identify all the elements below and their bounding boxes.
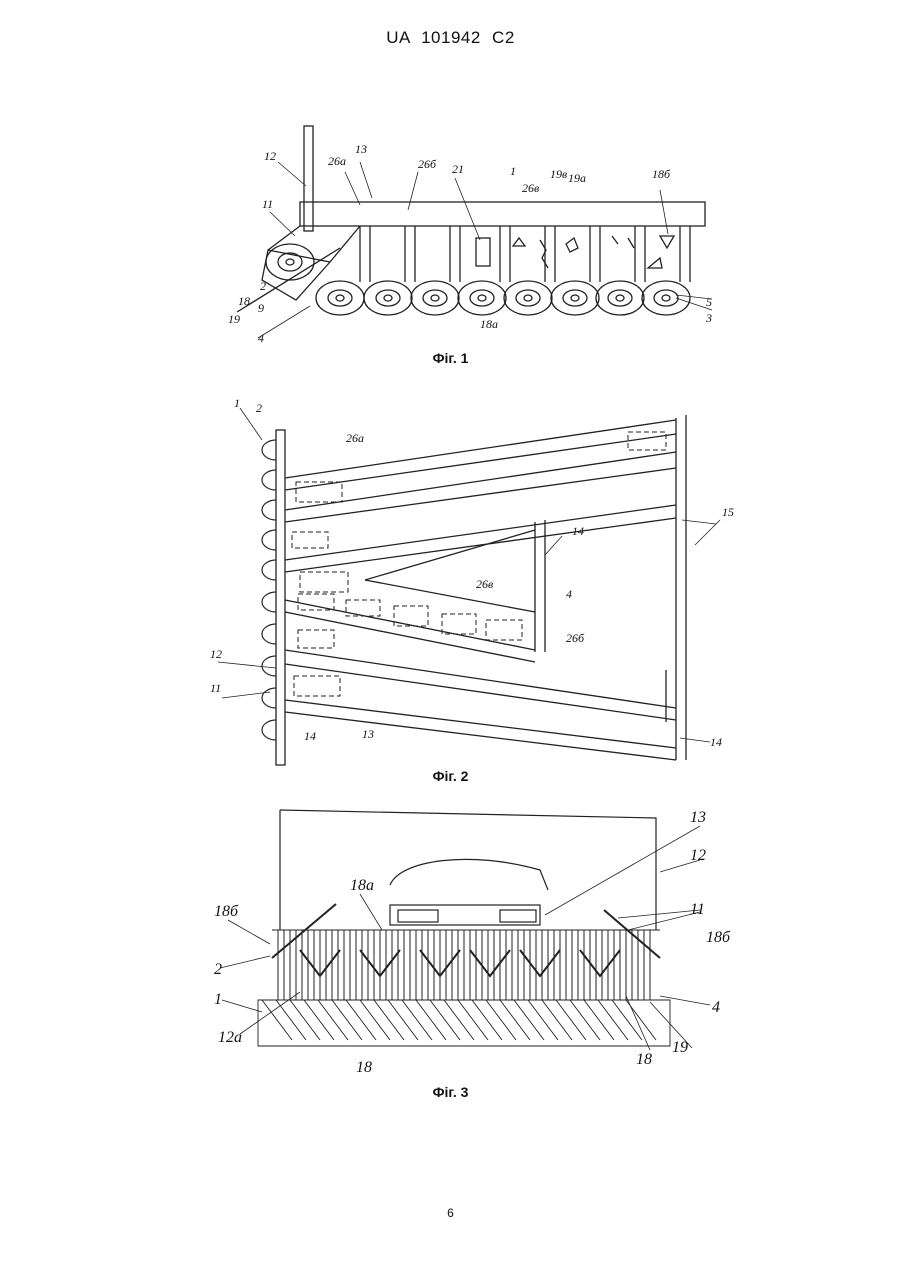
figure-2-caption: Фіг. 2 bbox=[0, 768, 901, 784]
fig1-label: 1 bbox=[510, 164, 516, 178]
fig2-label: 26б bbox=[566, 631, 585, 645]
fig1-label: 18б bbox=[652, 167, 671, 181]
fig3-label: 18 bbox=[636, 1051, 652, 1068]
fig1-label: 21 bbox=[452, 162, 464, 176]
fig2-label: 11 bbox=[210, 681, 221, 695]
fig1-label: 11 bbox=[262, 197, 273, 211]
fig3-label: 4 bbox=[712, 999, 720, 1016]
fig3-label: 18б bbox=[214, 903, 239, 920]
fig3-label: 12а bbox=[218, 1029, 242, 1046]
fig1-label: 26а bbox=[328, 154, 346, 168]
figure-3-drawing: 13 12 18а 11 18б 18б 2 1 12а 4 18 19 18 bbox=[0, 800, 901, 1090]
patent-header: UA 101942 C2 bbox=[0, 28, 901, 48]
fig1-label: 2 bbox=[260, 279, 266, 293]
fig3-label: 11 bbox=[690, 901, 705, 918]
fig3-label: 12 bbox=[690, 847, 706, 864]
fig3-label: 18а bbox=[350, 877, 374, 894]
fig2-label: 15 bbox=[722, 505, 734, 519]
fig2-label: 26в bbox=[476, 577, 493, 591]
figure-3-caption: Фіг. 3 bbox=[0, 1084, 901, 1100]
fig1-label: 4 bbox=[258, 331, 264, 345]
fig1-label: 18а bbox=[480, 317, 498, 331]
fig1-label: 19 bbox=[228, 312, 240, 326]
fig2-label: 13 bbox=[362, 727, 374, 741]
fig2-label: 14 bbox=[572, 524, 584, 538]
fig2-label: 26а bbox=[346, 431, 364, 445]
fig1-label: 12 bbox=[264, 149, 276, 163]
fig2-label: 14 bbox=[304, 729, 316, 743]
fig1-label: 19а bbox=[568, 171, 586, 185]
figure-1-caption: Фіг. 1 bbox=[0, 350, 901, 366]
fig1-label: 19в bbox=[550, 167, 567, 181]
fig3-label: 13 bbox=[690, 809, 706, 826]
fig3-label: 18б bbox=[706, 929, 731, 946]
fig3-label: 2 bbox=[214, 961, 222, 978]
fig3-label: 19 bbox=[672, 1039, 688, 1056]
fig2-label: 14 bbox=[710, 735, 722, 749]
page-number: 6 bbox=[0, 1206, 901, 1220]
fig2-label: 1 bbox=[234, 396, 240, 410]
fig3-label: 1 bbox=[214, 991, 222, 1008]
fig3-label: 18 bbox=[356, 1059, 372, 1076]
fig2-label: 2 bbox=[256, 401, 262, 415]
fig2-label: 4 bbox=[566, 587, 572, 601]
fig1-label: 26б bbox=[418, 157, 437, 171]
fig1-label: 18 bbox=[238, 294, 250, 308]
figure-2-drawing: 1 2 26а 15 14 26в 4 26б 12 11 14 13 14 bbox=[0, 395, 901, 775]
fig1-label: 3 bbox=[705, 311, 712, 325]
fig1-label: 13 bbox=[355, 142, 367, 156]
fig1-label: 5 bbox=[706, 295, 712, 309]
fig2-label: 12 bbox=[210, 647, 222, 661]
fig1-label: 9 bbox=[258, 301, 264, 315]
fig1-label: 26в bbox=[522, 181, 539, 195]
